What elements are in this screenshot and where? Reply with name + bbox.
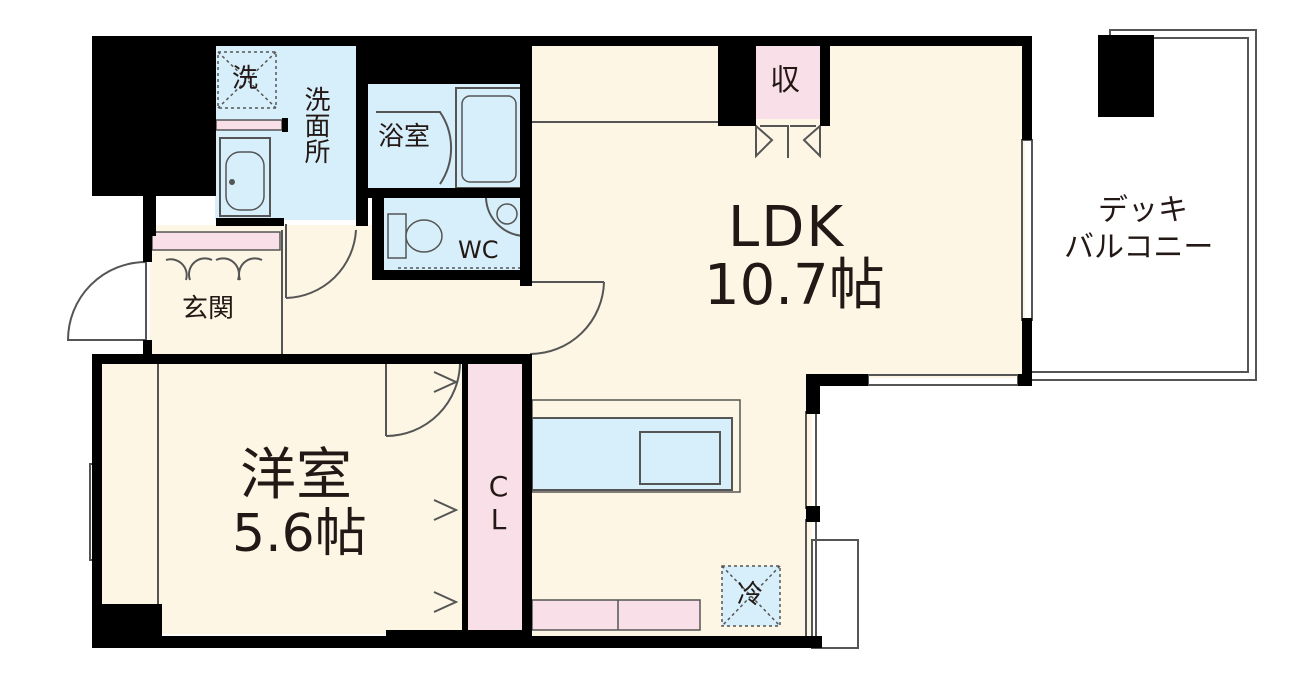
washer-label: 洗 (232, 64, 259, 94)
ldk-size: 10.7帖 (704, 253, 885, 318)
fridge-label: 冷 (737, 580, 764, 610)
sink-icon (219, 137, 271, 217)
bathtub-icon (455, 87, 523, 189)
fridge-icon (721, 565, 781, 627)
closet-floor (466, 362, 524, 630)
storage-name: 収 (770, 63, 800, 98)
toilet-icon (387, 203, 520, 269)
washer-icon (217, 51, 277, 109)
ldk-name: LDK (728, 195, 846, 260)
senmenjo-name: 洗面所 (300, 86, 330, 164)
genkan-name: 玄関 (182, 294, 235, 324)
doors (66, 111, 1033, 649)
walls (92, 36, 1032, 648)
kitchen-counter-back (531, 599, 701, 631)
balcony-line1: デッキ (1098, 193, 1188, 228)
storage-floor (756, 45, 820, 119)
wc-name: WC (458, 236, 499, 264)
balcony-line2: バルコニー (1064, 230, 1214, 265)
balcony-wall-block (1098, 35, 1154, 117)
youshitsu-size: 5.6帖 (232, 504, 367, 564)
kitchen-counter (531, 399, 741, 493)
closet-name: CL (482, 470, 515, 536)
yokushitsu-name: 浴室 (378, 122, 431, 152)
youshitsu-name: 洋室 (240, 443, 352, 508)
